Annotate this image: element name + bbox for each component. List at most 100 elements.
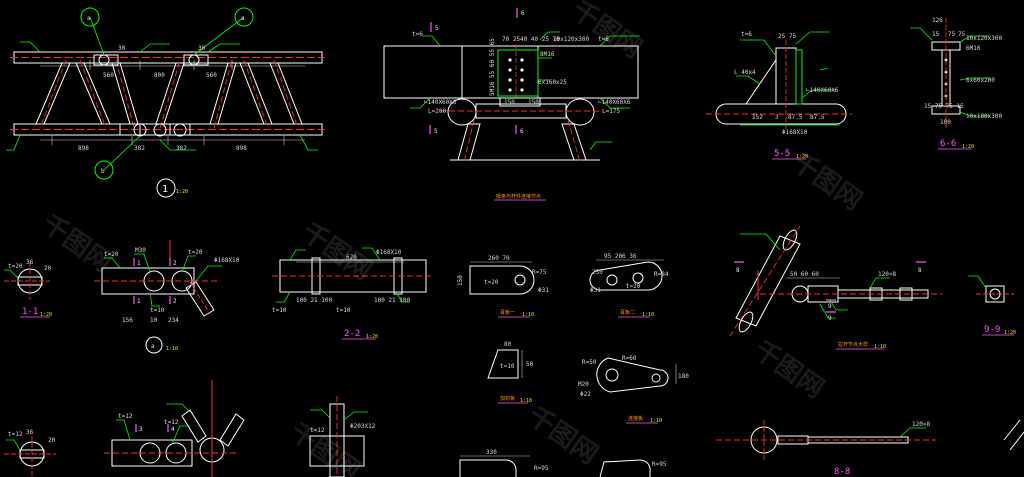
truss-dim-bot-0: 898 [78, 145, 89, 152]
tr-dims-top: 50 60 60 [790, 271, 819, 278]
pb-r: R=84 [654, 271, 669, 278]
marker-1-label: 1 [162, 184, 168, 195]
node-vertical-dims: 5M16 55 60 55 65 [489, 38, 496, 96]
pd-r2: R=60 [622, 355, 637, 362]
plate-spec: 10x120x300 [553, 36, 590, 43]
connection-plate: R=50 R=60 M20 Φ22 180 连接板 1:10 [578, 355, 689, 424]
section-6-6: 126 15 75 75 10x120x300 6M16 6x60x200 10… [910, 17, 1003, 150]
pd-scale: 1:10 [650, 418, 662, 424]
pa-scale: 1:10 [522, 312, 534, 318]
pb-caption: 耳板二 [620, 309, 635, 316]
t6-right: t=6 [598, 36, 609, 43]
marker-a-right-label: a [241, 15, 245, 22]
pa-caption: 耳板一 [500, 309, 515, 316]
s66-dim-1: 15 [932, 31, 940, 38]
bt-cut3: 3 [139, 426, 143, 433]
node-dim-1: 150 [528, 99, 539, 106]
s55-title: 5-5 [774, 149, 790, 159]
bottom-row-details: t=12 36 20 3 4 t=12 t=12 t=12 Φ203X12 [4, 380, 1024, 477]
s66-bottom-dims: 15 75 75 15 [924, 103, 964, 110]
angle-right-len: L=175 [602, 108, 620, 115]
bt-v-pipe: Φ203X12 [350, 423, 376, 430]
watermark: 千图网 [522, 401, 603, 470]
s66-plate2: 6M16 [966, 45, 981, 52]
s66-dim-2: 75 [948, 31, 956, 38]
cut-5-top: 5 [435, 25, 439, 32]
s66-dim-3: 75 [958, 31, 966, 38]
watermark: 千图网 [566, 0, 647, 64]
s22-len: 620 [346, 254, 357, 261]
na-t20b: t=20 [188, 249, 203, 256]
purlin-connection-node: 5 6 5 6 t=6 t=6 70 2540 40 25 70 10x120x… [383, 8, 640, 201]
node-marker-1 [156, 178, 176, 198]
na-pipe: Φ168X10 [214, 257, 240, 264]
truss-elevation: a a b 1 1:20 30 30 560 800 560 898 382 3… [6, 7, 325, 198]
na-cut1: 1 [137, 260, 141, 267]
truss-dim-top-4: 560 [206, 72, 217, 79]
plate-spec-2: 8M16 [540, 51, 555, 58]
na-scale: 1:10 [166, 346, 178, 352]
bt-t12b: t=12 [118, 413, 133, 420]
s22-scale: 1:20 [366, 334, 378, 340]
s55-top-dims: 25 75 [778, 33, 796, 40]
detail-marker-a-right [234, 7, 254, 27]
t6-left: t=6 [412, 31, 423, 38]
s66-dim-0: 126 [932, 17, 943, 24]
na-dim-1: 10 [150, 317, 158, 324]
s22-t10b: t=10 [336, 307, 351, 314]
pd-caption: 连接板 [628, 415, 643, 422]
pb-t: t=20 [626, 283, 641, 290]
tr-scale: 1:10 [874, 344, 886, 350]
pc-caption: 加劲板 [500, 395, 515, 402]
bt-d1: 36 [26, 429, 34, 436]
s55-angle: ∟140X60X6 [806, 87, 839, 94]
pb-hole: Φ31 [590, 287, 601, 294]
truss-dim-top-0: 30 [118, 45, 126, 52]
s11-title: 1-1 [22, 307, 38, 317]
tr-cut8b: 8 [918, 267, 922, 274]
pc-t: t=10 [500, 363, 515, 370]
section-2-2: 620 Φ168X10 t=10 t=10 100 21 100 100 21 … [272, 247, 432, 340]
ear-plate-one: 260 70 R=75 t=20 Φ31 150 耳板一 1:10 [457, 255, 549, 318]
bt-t12c: t=12 [164, 419, 179, 426]
pc-dim-0: 80 [504, 341, 512, 348]
s22-dims-left: 100 21 100 [296, 297, 333, 304]
watermark: 千图网 [748, 335, 829, 404]
bt-t12a: t=12 [8, 431, 23, 438]
na-cut2: 2 [173, 260, 177, 267]
tr-cut9b: 9 [828, 315, 832, 322]
marker-a-left-label: a [87, 15, 91, 22]
s22-t10a: t=10 [272, 307, 287, 314]
bt-r95b: R=95 [652, 461, 667, 468]
truss-dim-top-1: 30 [198, 45, 206, 52]
pa-r: R=75 [532, 269, 547, 276]
bt-cut4: 4 [171, 426, 175, 433]
pa-hole: Φ31 [538, 287, 549, 294]
pd-pin: M20 [578, 381, 589, 388]
s55-t6: t=6 [741, 31, 752, 38]
watermark: 千图网 [786, 147, 867, 216]
purlin-node-caption: 檩条与杆件连接节点 [496, 193, 541, 200]
pb-scale: 1:10 [642, 312, 654, 318]
s55-dim-3: 87.5 [810, 114, 825, 121]
tie-rod-node: 8 8 9 9 50 60 60 120×8 拉杆节点大样 1:10 [729, 225, 942, 350]
s22-title: 2-2 [344, 329, 360, 339]
bt-330: 330 [486, 449, 497, 456]
s66-sub: 100 [940, 119, 951, 126]
na-t10: t=10 [150, 307, 165, 314]
s55-dim-0: 152 [752, 114, 763, 121]
cut-6-top: 6 [521, 10, 525, 17]
na-title: a [151, 343, 155, 350]
plate-top-dims: 70 2540 40 25 70 [502, 36, 560, 43]
bt-d2: 20 [48, 437, 56, 444]
s66-plate1: 10x120x300 [966, 35, 1003, 42]
truss-dim-bot-1: 382 [134, 145, 145, 152]
tr-cut9: 9 [828, 303, 832, 310]
tr-rod: 120×8 [878, 271, 896, 278]
s22-pipe: Φ168X10 [376, 249, 402, 256]
cut-5-bottom: 5 [434, 128, 438, 135]
section-5-5: t=6 25 75 L 40x4 ∟140X60X6 152 3 87.5 87… [706, 31, 852, 160]
na-cut2b: 2 [173, 298, 177, 305]
cut-6-bottom: 6 [520, 128, 524, 135]
